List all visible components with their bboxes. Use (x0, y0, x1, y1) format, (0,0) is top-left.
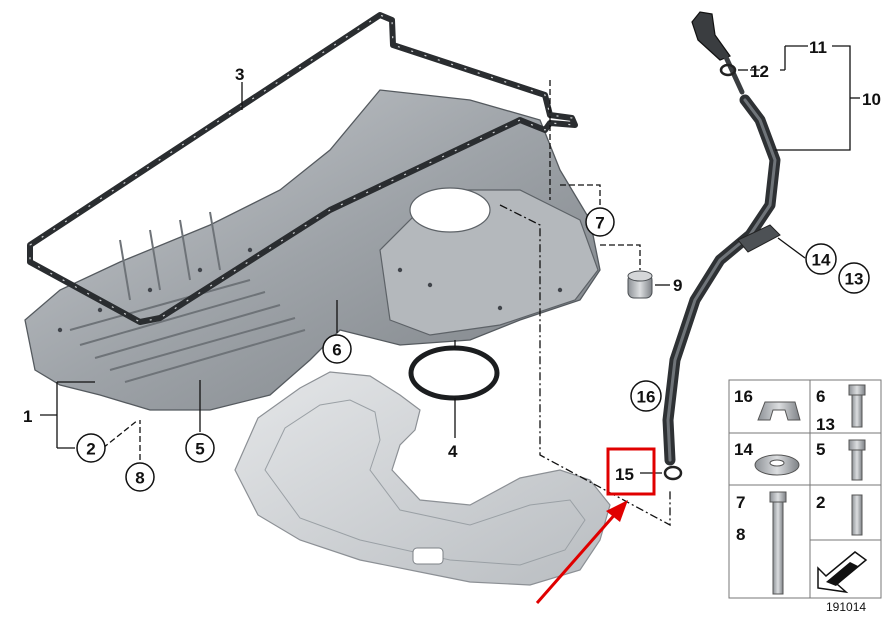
callout-15[interactable]: 15 (615, 465, 634, 484)
oil-pan-gasket (27, 12, 578, 325)
arrow-head-icon (606, 500, 628, 522)
oil-pan (24, 89, 601, 411)
washer (663, 465, 683, 481)
callout-7[interactable]: 7 (585, 207, 615, 237)
clip-icon (757, 401, 801, 421)
callout-13[interactable]: 13 (838, 262, 870, 294)
legend-label-13: 13 (816, 415, 835, 434)
short-bolt-icon (848, 439, 866, 481)
callout-5[interactable]: 5 (185, 433, 215, 463)
svg-text:16: 16 (637, 388, 656, 407)
stud-icon (851, 494, 863, 536)
svg-text:13: 13 (845, 270, 864, 289)
highlight-box (606, 447, 656, 496)
dipstick-o-ring (719, 63, 737, 77)
callout-2[interactable]: 2 (76, 433, 106, 463)
svg-text:7: 7 (595, 214, 604, 233)
oil-pan-ribs (69, 211, 306, 383)
callout-labels: 1 3 4 9 10 11 12 15 2 8 5 6 7 14 (23, 38, 881, 492)
callout-3[interactable]: 3 (235, 65, 244, 84)
leader-lines (40, 45, 860, 527)
callout-1[interactable]: 1 (23, 407, 32, 426)
callout-9[interactable]: 9 (673, 276, 682, 295)
callout-10[interactable]: 10 (862, 90, 881, 109)
svg-text:6: 6 (332, 341, 341, 360)
legend-label-14: 14 (734, 440, 753, 459)
sealing-plug (627, 270, 653, 299)
long-bolt-icon (769, 491, 787, 595)
legend-label-6: 6 (816, 387, 825, 406)
svg-text:2: 2 (86, 440, 95, 459)
highlight-arrow (535, 511, 619, 604)
dipstick-guide-tube (662, 94, 781, 466)
flat-washer-icon (754, 454, 800, 476)
svg-text:5: 5 (195, 440, 204, 459)
callout-11[interactable]: 11 (809, 38, 827, 57)
legend-label-16: 16 (734, 387, 753, 406)
oil-pan-cover (234, 371, 611, 586)
callout-16[interactable]: 16 (630, 380, 662, 412)
o-ring (408, 345, 500, 401)
svg-text:14: 14 (812, 251, 831, 270)
diagram-number: 191014 (826, 600, 866, 614)
hex-bolt-icon (848, 384, 866, 428)
callout-4[interactable]: 4 (448, 442, 458, 461)
callout-12[interactable]: 12 (750, 62, 769, 81)
callout-14[interactable]: 14 (805, 243, 837, 275)
legend-label-8: 8 (736, 525, 745, 544)
legend-label-2: 2 (816, 493, 825, 512)
highlight-annotation (535, 447, 656, 604)
dipstick (691, 11, 745, 95)
svg-text:8: 8 (135, 469, 144, 488)
hardware-legend: 16 6 13 14 5 7 8 2 (728, 379, 882, 614)
legend-label-5: 5 (816, 440, 825, 459)
callout-8[interactable]: 8 (125, 462, 155, 492)
legend-label-7: 7 (736, 493, 745, 512)
callout-6[interactable]: 6 (322, 334, 352, 364)
direction-arrow-icon (817, 551, 868, 594)
